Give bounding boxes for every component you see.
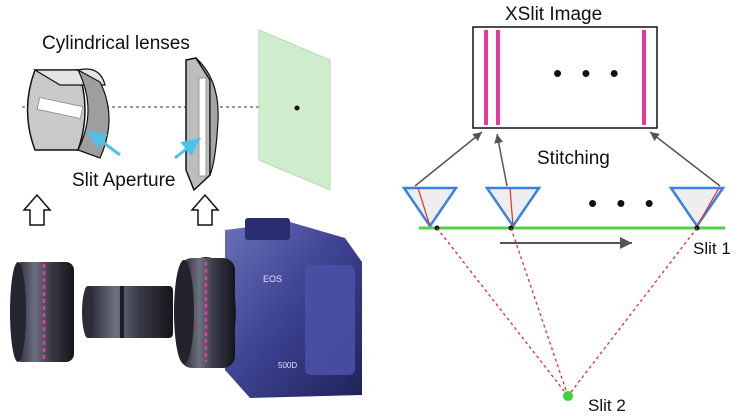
image-plane: [258, 29, 331, 191]
slit-2-label: Slit 2: [588, 396, 626, 415]
cylindrical-lens-1: [26, 68, 110, 159]
xslit-image-title: XSlit Image: [505, 4, 602, 25]
ray-1: [436, 227, 569, 397]
slit-aperture-label: Slit Aperture: [72, 170, 176, 191]
slit-arrow-2: [174, 136, 201, 160]
image-stripe-3: [642, 30, 646, 125]
camera-photo: EOS 500D: [174, 218, 362, 398]
slit-arrow-1: [87, 129, 121, 157]
camera-view-3: [668, 186, 726, 229]
camera-view-2: [484, 186, 542, 229]
up-arrow-1: [22, 193, 52, 226]
slit-1-label: Slit 1: [693, 239, 731, 258]
image-stripe-2: [496, 30, 500, 125]
up-arrow-2: [190, 193, 220, 226]
cameras-ellipsis: • • •: [588, 188, 660, 218]
slit-2-point: [563, 391, 573, 401]
cylindrical-lens-2: [185, 57, 219, 192]
camera-view-1: [401, 186, 459, 229]
stitch-arrow-2: [494, 133, 508, 187]
svg-text:500D: 500D: [278, 361, 297, 370]
ray-2: [510, 227, 569, 397]
xslit-image-frame: [472, 26, 658, 129]
lens-tube-1: [10, 262, 74, 362]
stitch-arrow-3: [649, 131, 721, 187]
ray-3: [567, 227, 698, 397]
svg-text:EOS: EOS: [263, 274, 282, 284]
focal-point: [294, 105, 300, 111]
lens-tube-2: [82, 286, 173, 338]
image-ellipsis: • • •: [553, 58, 625, 88]
cylindrical-lenses-label: Cylindrical lenses: [42, 33, 190, 54]
stitch-arrow-1: [414, 131, 483, 187]
stitching-label: Stitching: [537, 148, 610, 169]
image-stripe-1: [484, 30, 488, 125]
